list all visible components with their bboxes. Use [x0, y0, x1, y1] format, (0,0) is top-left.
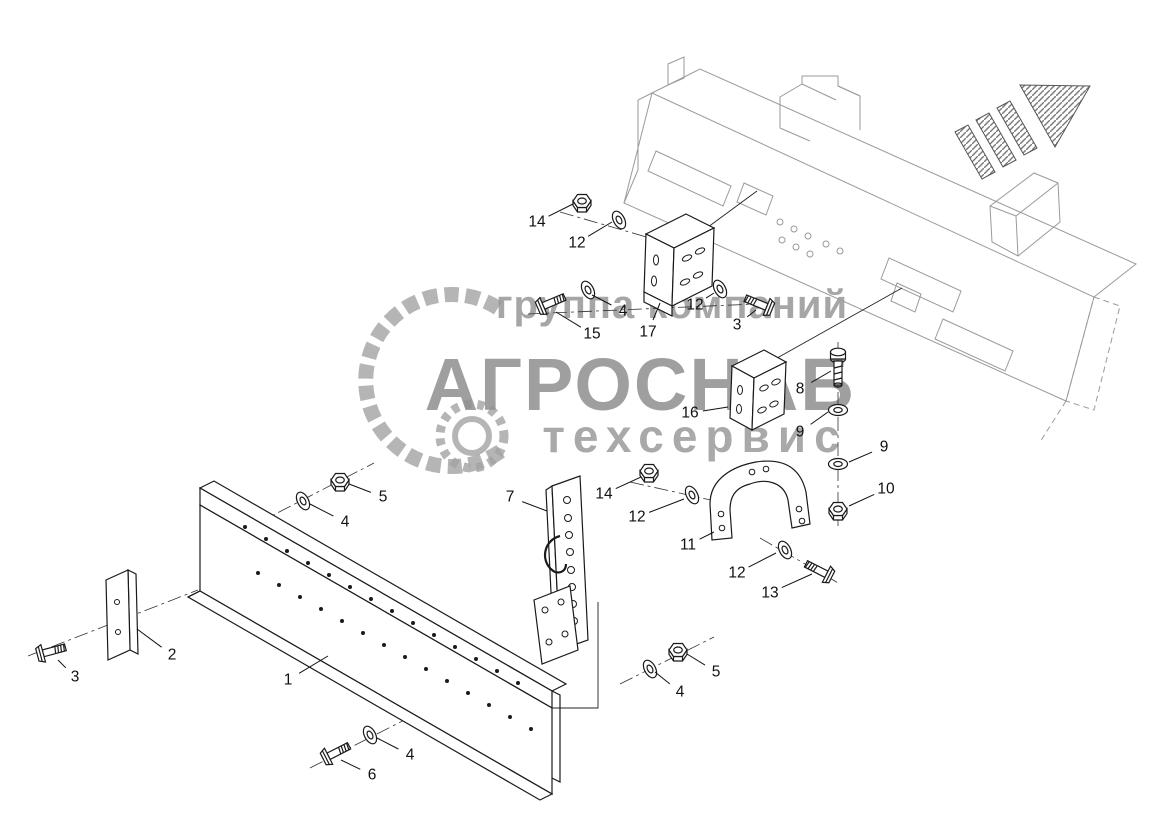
part-13-bolt	[801, 555, 837, 586]
callout-2: 2	[168, 647, 177, 664]
part-8-screw	[829, 347, 847, 388]
callout-12: 12	[568, 235, 585, 252]
part-16-angle-bracket	[729, 349, 788, 431]
hook-detail	[543, 534, 568, 574]
callout-4: 4	[406, 747, 415, 764]
callout-leader-4	[591, 294, 612, 306]
part-4-washer-upper-left	[293, 489, 313, 513]
callout-leader-12	[748, 552, 777, 568]
callout-leader-7	[522, 501, 548, 512]
callout-4: 4	[341, 514, 350, 531]
callout-leader-9	[848, 451, 873, 463]
callout-17: 17	[639, 324, 656, 341]
callout-11: 11	[680, 537, 696, 554]
callout-leader-11	[699, 531, 715, 540]
part-9-washer-lower	[827, 457, 849, 471]
callout-leader-3	[57, 659, 67, 669]
callout-leader-8	[810, 370, 832, 383]
callout-12: 12	[628, 509, 645, 526]
part-12-washer-mid	[682, 483, 702, 507]
callout-9: 9	[880, 439, 889, 456]
callout-leader-4	[376, 737, 399, 750]
watermark-laurel-icon	[358, 287, 510, 474]
callout-leader-16	[702, 406, 729, 412]
part-12-washer-lowright	[775, 538, 795, 562]
watermark-line3: техсервис	[542, 410, 847, 462]
part-10-nut	[828, 501, 848, 521]
callout-leader-12	[648, 498, 685, 513]
direction-arrow-icon	[954, 84, 1091, 180]
callout-14: 14	[528, 214, 546, 231]
callout-3: 3	[71, 669, 80, 686]
part-2-end-plate	[105, 569, 139, 661]
part-14-nut-top	[572, 193, 592, 213]
callout-12: 12	[728, 565, 745, 582]
part-12-washer-top	[609, 208, 629, 232]
parts	[34, 193, 849, 801]
callout-leader-4	[654, 671, 671, 685]
callout-leader-4	[309, 503, 334, 517]
callout-leader-14	[615, 476, 642, 490]
part-5-nut-upper-left	[330, 472, 350, 492]
callout-leader-14	[548, 203, 574, 217]
callout-6: 6	[368, 767, 377, 784]
callout-1: 1	[284, 672, 293, 689]
callout-leader-15	[555, 311, 582, 328]
callout-5: 5	[712, 664, 721, 681]
machine-frame-context	[623, 56, 1137, 443]
callout-leader-12	[587, 221, 613, 237]
callout-12: 12	[686, 297, 703, 314]
callout-16: 16	[681, 405, 698, 422]
callout-4: 4	[619, 303, 628, 320]
callout-leader-17	[652, 302, 661, 321]
callout-8: 8	[796, 381, 805, 398]
callout-leader-12	[705, 292, 715, 299]
callout-9: 9	[796, 424, 805, 441]
callout-leader-3	[746, 309, 757, 318]
part-17-angle-bracket	[643, 213, 716, 317]
part-11-arched-bracket	[709, 460, 811, 541]
part-5-nut-right	[668, 642, 688, 662]
watermark-gear-icon	[435, 399, 509, 473]
part-4-washer-bottom	[360, 723, 380, 747]
callout-14: 14	[595, 486, 613, 503]
callout-10: 10	[877, 481, 895, 498]
callout-3: 3	[733, 317, 742, 334]
construction-lines	[552, 190, 903, 709]
callout-leader-5	[348, 483, 372, 493]
part-14-nut-mid	[639, 463, 659, 483]
callout-leader-5	[686, 653, 706, 666]
part-9-washer-upper	[827, 403, 849, 417]
part-1-channel-beam	[186, 480, 568, 801]
watermark-gear-hub	[452, 416, 492, 456]
callout-7: 7	[506, 489, 515, 506]
part-6-bolt-bottom	[318, 737, 354, 768]
callout-leader-13	[781, 573, 813, 589]
callout-leader-10	[848, 493, 875, 507]
part-7-hook-bracket	[533, 475, 589, 665]
callout-13: 13	[761, 585, 778, 602]
callout-leader-9	[810, 411, 829, 425]
watermark: группа компаний АГРОСНАБ техсервис	[358, 283, 853, 474]
callout-leader-6	[340, 759, 361, 770]
callout-5: 5	[379, 489, 388, 506]
callout-leader-2	[136, 628, 162, 648]
part-4-washer-right	[640, 657, 660, 681]
callout-15: 15	[583, 326, 600, 343]
callout-4: 4	[676, 684, 685, 701]
callout-leader-1	[298, 655, 329, 674]
